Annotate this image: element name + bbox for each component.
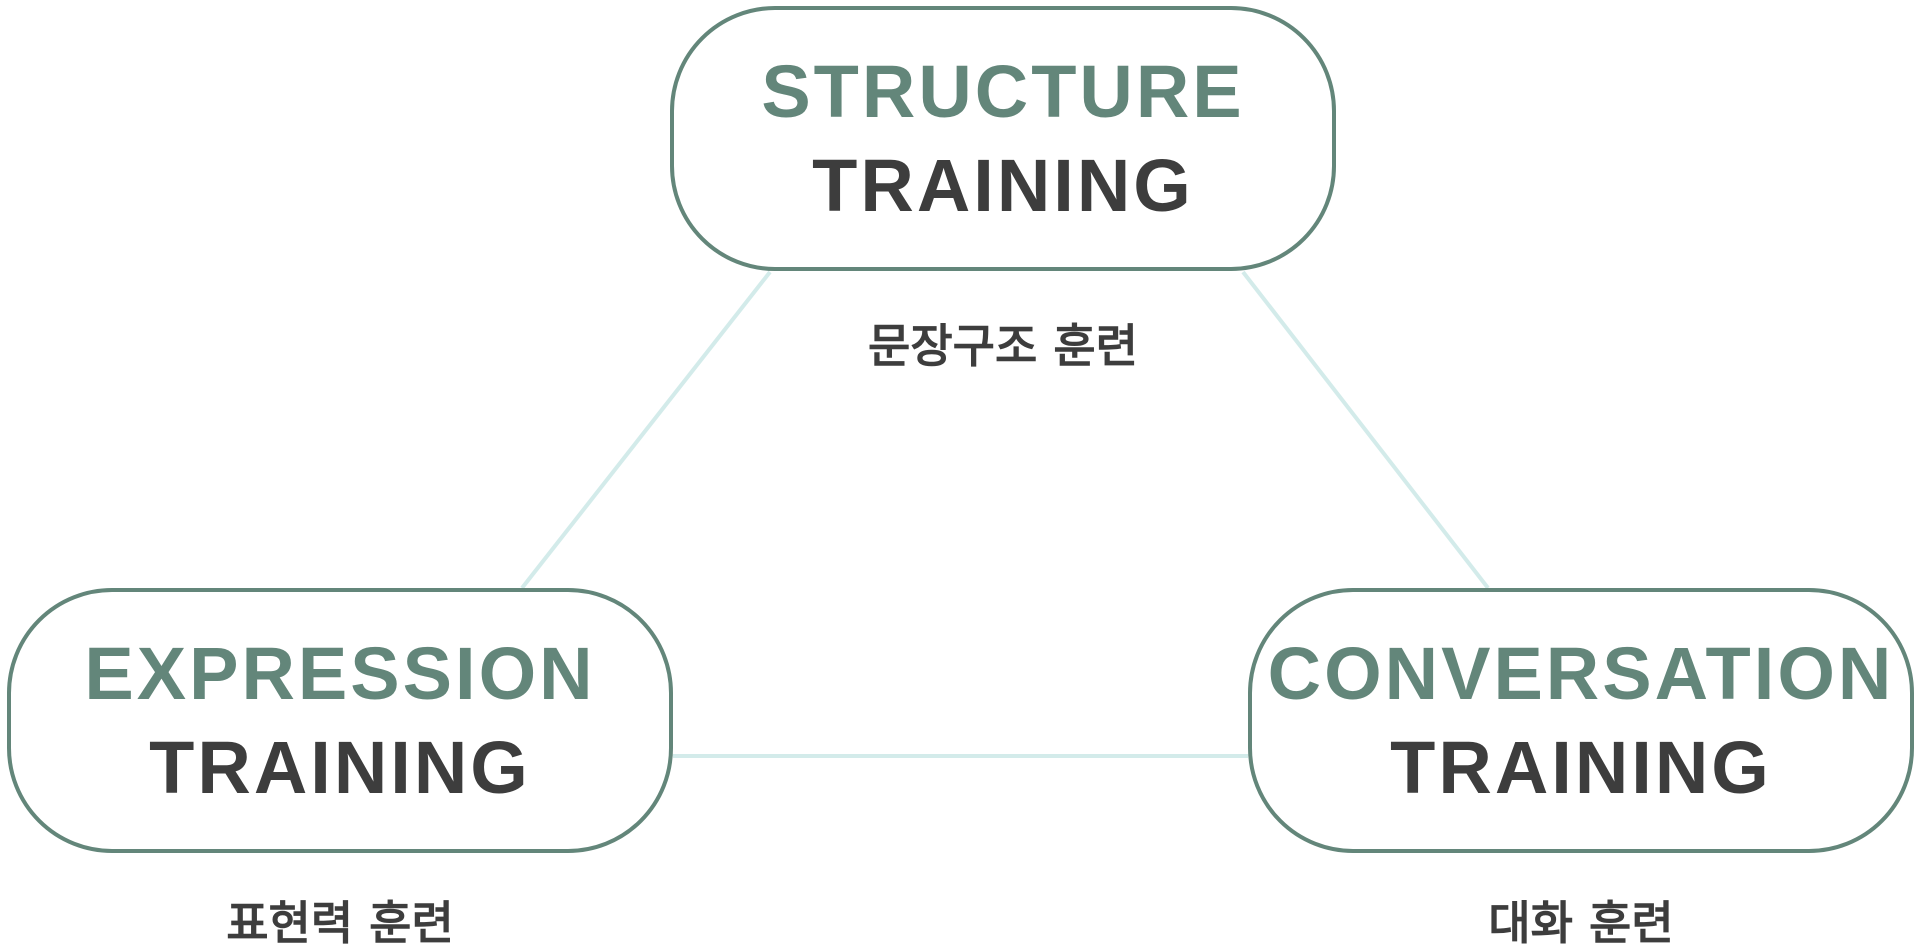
node-title-accent: STRUCTURE — [761, 49, 1245, 133]
structure-training-caption: 문장구조 훈련 — [868, 319, 1138, 373]
conversation-training-caption: 대화 훈련 — [1488, 896, 1674, 950]
node-title-dark: TRAINING — [149, 725, 531, 809]
connector-top-right — [1241, 270, 1490, 590]
node-title-dark: TRAINING — [812, 143, 1194, 227]
conversation-training-node: CONVERSATION TRAINING — [1248, 588, 1914, 853]
connector-top-left — [520, 270, 772, 590]
expression-training-node: EXPRESSION TRAINING — [7, 588, 673, 853]
node-title-dark: TRAINING — [1390, 725, 1772, 809]
node-title-accent: EXPRESSION — [84, 631, 596, 715]
structure-training-node: STRUCTURE TRAINING — [670, 6, 1336, 271]
expression-training-caption: 표현력 훈련 — [226, 896, 454, 950]
node-title-accent: CONVERSATION — [1267, 631, 1895, 715]
